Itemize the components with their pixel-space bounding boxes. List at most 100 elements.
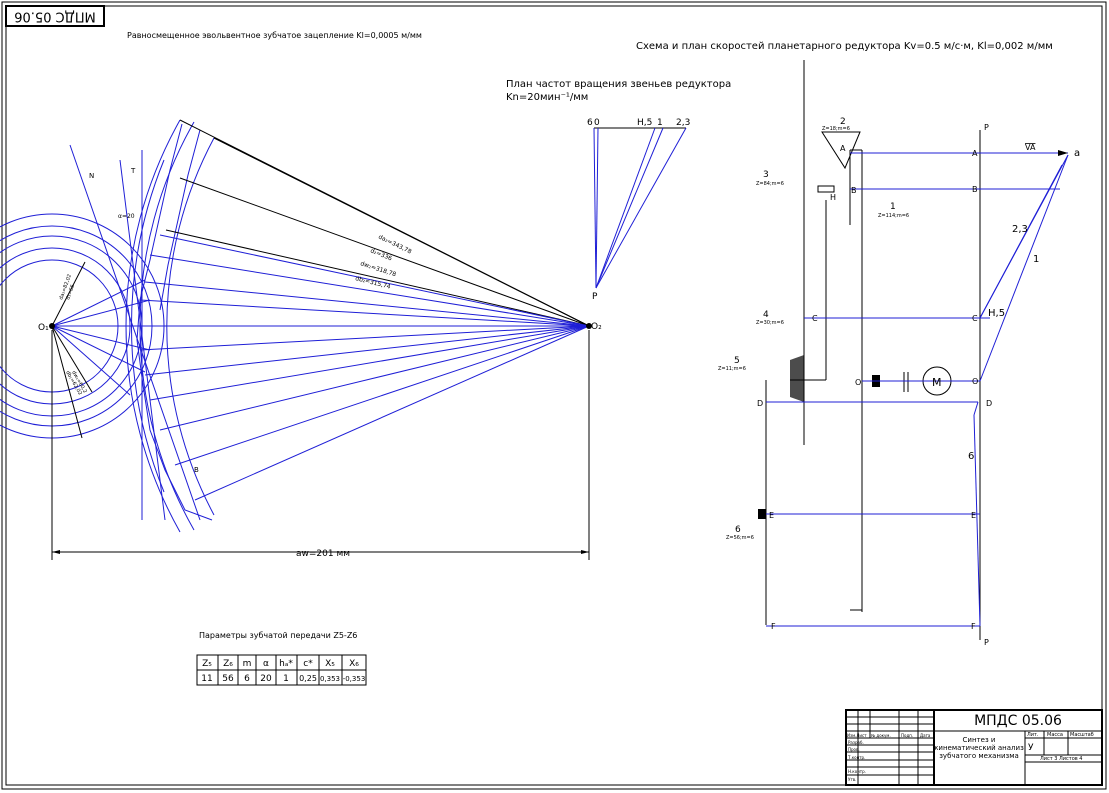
title-block-row-dev: Разраб. (848, 740, 864, 745)
gear-3-number: 3 (763, 170, 769, 180)
title-block-scale: Масштаб (1070, 732, 1094, 738)
title-block-row-date: Дата (920, 733, 931, 738)
title-block-row-ncontr: Н.контр. (848, 769, 866, 774)
params-value-5: 0,25 (299, 674, 317, 683)
title-block-row-sign: Подп. (901, 733, 913, 738)
title-block-row-izm: Изм.Лист (847, 733, 867, 738)
title-block-desc-3: зубчатого механизма (939, 752, 1019, 760)
point-e-right: E (971, 511, 976, 520)
radius-d2-label: d₂=336 (369, 247, 393, 262)
params-value-6: 0,353 (320, 675, 340, 683)
velocity-a-label: a (1074, 148, 1080, 159)
gear-1-number: 1 (890, 202, 896, 212)
point-p-top: P (984, 123, 989, 132)
params-header-1: Z₆ (223, 659, 233, 669)
gear-1-spec: Z=114;m=6 (878, 213, 909, 219)
title-block (845, 709, 1103, 786)
gear-6-number: 6 (735, 525, 741, 535)
gear-4-number: 4 (763, 310, 769, 320)
gear-3-spec: Z=84;m=6 (756, 181, 784, 187)
params-header-3: α (263, 659, 269, 669)
params-value-7: -0,353 (343, 675, 366, 683)
point-a-right: A (972, 149, 978, 158)
rpm-label-1: 1 (657, 118, 663, 128)
velocity-va-label: VA (1025, 143, 1036, 152)
params-value-1: 56 (222, 674, 234, 684)
point-o-left: O (855, 378, 861, 387)
gear-view-title: Равносмещенное эвольвентное зубчатое зац… (127, 31, 422, 40)
params-header-0: Z₅ (202, 659, 212, 669)
motor-label: M (932, 376, 942, 389)
point-h: H (830, 193, 836, 202)
rpm-label-23: 2,3 (676, 118, 690, 128)
point-e-left: E (769, 511, 774, 520)
params-value-4: 1 (283, 674, 289, 684)
title-block-sheet: Лист 3 Листов 4 (1040, 756, 1082, 762)
velocity-1-label: 1 (1033, 254, 1039, 265)
point-d-right: D (986, 399, 992, 408)
gear-2-spec: Z=18;m=6 (822, 126, 850, 132)
rpm-label-h5: H,5 (637, 118, 652, 128)
line-n-label: N (89, 172, 94, 180)
radius-d1-label: d₁=66 (65, 284, 76, 301)
params-value-0: 11 (201, 674, 212, 684)
rpm-plan-title: План частот вращения звеньев редуктора (506, 79, 731, 90)
params-title: Параметры зубчатой передачи Z5-Z6 (199, 631, 357, 640)
point-f-left: F (771, 622, 776, 631)
rpm-pole-label: P (592, 292, 598, 302)
point-c-left: C (812, 314, 818, 323)
point-b-right: B (972, 185, 978, 194)
title-block-lit: Лит. (1027, 732, 1039, 738)
gear-5-number: 5 (734, 356, 740, 366)
rpm-plan-scale: Kn=20мин⁻¹/мм (506, 92, 588, 103)
radius-dw2-label: dw₂=318,78 (359, 260, 397, 278)
inner-frame (5, 5, 1103, 786)
title-block-desc-2: кинематический анализ (934, 744, 1024, 752)
title-block-letter: У (1028, 743, 1034, 753)
title-block-row-doc: № докум. (871, 733, 891, 738)
params-value-2: 6 (244, 674, 250, 684)
center-o2-label: O₂ (591, 322, 602, 332)
point-b-left: B (851, 186, 857, 195)
velocity-6-label: 6 (968, 451, 974, 462)
params-value-3: 20 (260, 674, 272, 684)
title-block-code: МПДС 05.06 (974, 713, 1062, 729)
params-header-6: X₅ (325, 659, 335, 669)
params-header-4: hₐ* (279, 659, 293, 669)
angle-label: α=20 (118, 213, 135, 220)
point-p-bottom: P (984, 638, 989, 647)
rpm-label-6: 6 (587, 118, 593, 128)
params-table (196, 654, 367, 686)
marker-b-label: B (194, 466, 199, 474)
title-block-row-check: Пров. (848, 747, 860, 752)
stamp-top-left: МПДС 05.06 (5, 5, 105, 27)
gear-4-spec: Z=30;m=6 (756, 320, 784, 326)
velocity-h5-label: H,5 (988, 308, 1005, 319)
point-a-left: A (840, 144, 846, 153)
rpm-label-0: 0 (594, 118, 600, 128)
scheme-title: Схема и план скоростей планетарного реду… (636, 41, 1053, 52)
stamp-code: МПДС 05.06 (14, 9, 96, 24)
center-distance-label: aw=201 мм (296, 549, 350, 559)
point-o-right: O (972, 377, 978, 386)
point-d-left: D (757, 399, 763, 408)
gear-2-number: 2 (840, 117, 846, 127)
point-f-right: F (971, 622, 976, 631)
title-block-row-approve: Утв. (848, 777, 856, 782)
params-header-7: X₆ (349, 659, 359, 669)
rpm-plan-rays (593, 127, 687, 289)
title-block-mass: Масса (1047, 732, 1063, 738)
gear-6-spec: Z=56;m=6 (726, 535, 754, 541)
radius-db2-label: db₂=315,74 (355, 275, 392, 291)
velocity-23-label: 2,3 (1012, 224, 1028, 235)
params-header-2: m (243, 659, 252, 669)
point-c-right: C (972, 314, 978, 323)
line-t-label: T (130, 167, 136, 175)
kinematic-scheme (758, 60, 1069, 640)
gear-mesh-drawing (0, 119, 592, 560)
params-header-5: c* (303, 659, 313, 669)
title-block-row-tcontr: Т.контр. (847, 755, 865, 760)
center-o1-label: O₁ (38, 323, 49, 333)
